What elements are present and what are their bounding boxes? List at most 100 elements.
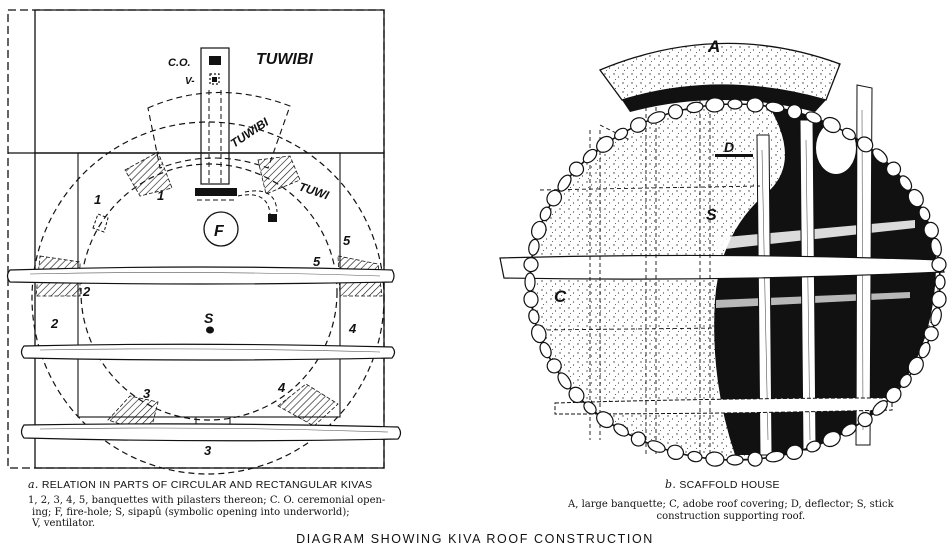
wall-stone bbox=[786, 104, 803, 120]
wall-stone bbox=[523, 257, 539, 273]
horizontal-beam bbox=[499, 254, 945, 280]
upper-room-wall bbox=[34, 9, 385, 153]
wall-stone bbox=[885, 386, 902, 404]
wall-stone bbox=[930, 237, 942, 257]
wall-stone bbox=[765, 450, 785, 463]
caption-a-text: RELATION IN PARTS OF CIRCULAR AND RECTAN… bbox=[41, 479, 373, 491]
label-tuwibi-arc: TUWIBI bbox=[228, 115, 272, 151]
label-tuwi: TUWI bbox=[297, 180, 331, 203]
legend-b-line: A, large banquette; C, adobe roof coveri… bbox=[568, 499, 894, 510]
wall-stone bbox=[805, 111, 822, 124]
wall-stone bbox=[647, 440, 666, 453]
wall-stone bbox=[531, 324, 547, 344]
sipapu bbox=[206, 326, 214, 334]
inner-kiva-circle bbox=[80, 163, 338, 421]
figure-title: DIAGRAM SHOWING KIVA ROOF CONSTRUCTION bbox=[296, 532, 654, 546]
banquette-label: 5 bbox=[313, 254, 321, 269]
banquette-label: 3 bbox=[204, 443, 212, 458]
banquette-label: 1 bbox=[157, 188, 164, 203]
wall-stone bbox=[557, 372, 572, 390]
banquette-label: 4 bbox=[277, 380, 286, 395]
caption-a: a. RELATION IN PARTS OF CIRCULAR AND REC… bbox=[28, 478, 372, 491]
wall-stone bbox=[557, 174, 572, 192]
caption-a-letter: a. bbox=[28, 478, 39, 491]
wall-stone bbox=[822, 430, 841, 448]
banquette-label: 2 bbox=[50, 316, 59, 331]
wall-stone bbox=[872, 400, 888, 416]
wall-stone bbox=[582, 148, 598, 164]
caption-b: b. SCAFFOLD HOUSE bbox=[665, 478, 780, 491]
wall-stone bbox=[856, 136, 874, 153]
wall-stone bbox=[705, 97, 725, 113]
legend-b: A, large banquette; C, adobe roof coveri… bbox=[568, 499, 894, 522]
vertical-posts bbox=[756, 84, 873, 456]
deflector-bar bbox=[195, 188, 237, 196]
wall-stone bbox=[568, 161, 585, 177]
wall-stone bbox=[857, 412, 873, 428]
legend-a-line: V, ventilator. bbox=[32, 518, 96, 529]
banquette-label: 1 bbox=[94, 192, 101, 207]
wall-stone bbox=[841, 423, 857, 437]
wall-stone bbox=[531, 220, 547, 240]
ceremonial-opening-mark bbox=[209, 56, 221, 65]
label-c: C bbox=[554, 287, 567, 306]
label-s-stick: S bbox=[706, 207, 717, 224]
wall-stone bbox=[596, 411, 614, 429]
label-s-sipapu: S bbox=[204, 310, 214, 326]
caption-b-letter: b. bbox=[665, 478, 677, 491]
wall-stone bbox=[746, 97, 764, 113]
wall-stone bbox=[528, 238, 540, 256]
wall-stone bbox=[727, 98, 743, 110]
lower-beam bbox=[554, 397, 893, 415]
label-d: D bbox=[724, 139, 734, 155]
wall-stone bbox=[539, 341, 552, 359]
deflector bbox=[715, 154, 753, 157]
banquette-label: 4 bbox=[348, 321, 357, 336]
wall-stone bbox=[907, 356, 924, 376]
panel-a-plan bbox=[6, 9, 402, 475]
wall-stone bbox=[885, 161, 902, 177]
wall-stones bbox=[523, 97, 947, 467]
wall-stone bbox=[923, 221, 939, 239]
wall-stone bbox=[934, 274, 946, 290]
label-tuwibi-top: TUWIBI bbox=[256, 51, 313, 68]
wall-stone bbox=[647, 111, 666, 124]
wall-stone bbox=[726, 454, 744, 466]
wall-stone bbox=[705, 451, 725, 467]
wall-stone bbox=[806, 440, 821, 453]
wall-stone bbox=[765, 101, 785, 114]
wall-stone bbox=[785, 444, 804, 460]
wall-stone bbox=[568, 386, 585, 404]
wall-stone bbox=[613, 423, 629, 437]
wall-stone bbox=[841, 127, 856, 141]
wall-stone bbox=[898, 175, 913, 191]
legend-b-line: construction supporting roof. bbox=[656, 510, 806, 522]
ventilator-shaft bbox=[200, 47, 230, 185]
legend-a-line: 1, 2, 3, 4, 5, banquettes with pilasters… bbox=[28, 495, 386, 506]
tuwibi-arc-outline bbox=[147, 91, 291, 169]
wall-stone bbox=[546, 358, 562, 374]
wall-stone bbox=[918, 341, 931, 359]
wall-stone bbox=[918, 206, 931, 222]
banquette-label: 2 bbox=[82, 284, 91, 299]
label-co: C.O. bbox=[168, 57, 191, 69]
wall-stone bbox=[539, 206, 552, 222]
wall-stone bbox=[686, 101, 704, 114]
panel-b-scaffold-house bbox=[499, 42, 947, 467]
label-v: V- bbox=[185, 76, 195, 87]
wall-stone bbox=[614, 127, 629, 141]
wall-stone bbox=[931, 257, 947, 273]
wall-stone bbox=[899, 373, 912, 388]
banquette-label: 3 bbox=[143, 386, 151, 401]
wall-stone bbox=[930, 307, 942, 327]
fire-hole bbox=[203, 211, 239, 247]
wall-stone bbox=[822, 116, 841, 134]
wall-stone bbox=[907, 188, 924, 208]
wall-stone bbox=[630, 117, 647, 133]
caption-b-text: SCAFFOLD HOUSE bbox=[679, 479, 780, 491]
wall-stone bbox=[747, 451, 763, 467]
label-f: F bbox=[214, 223, 225, 240]
wall-stone bbox=[687, 450, 703, 463]
roof-beams bbox=[6, 266, 402, 442]
wall-stone bbox=[667, 104, 684, 120]
